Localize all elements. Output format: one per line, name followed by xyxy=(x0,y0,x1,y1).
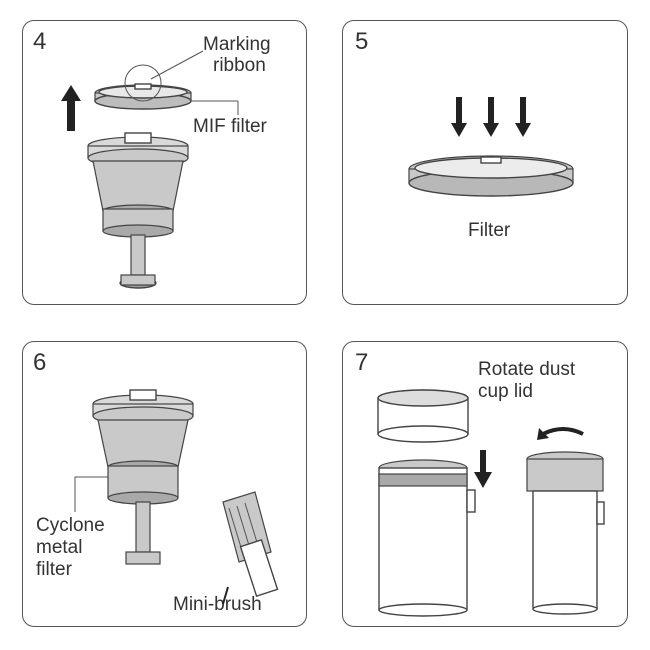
step-number: 6 xyxy=(33,349,47,376)
filter-insertion-illustration xyxy=(408,97,574,197)
filter-label: Filter xyxy=(468,220,511,241)
dust-cup-lid xyxy=(377,389,469,443)
rotate-lid-label-line1: Rotate dust xyxy=(478,359,576,380)
dust-cup-open xyxy=(378,459,476,617)
cyclone-body xyxy=(87,132,189,289)
up-arrow-icon xyxy=(61,85,81,131)
mini-brush-icon xyxy=(222,491,279,605)
step-7-panel: 7 Rotate dust cup lid xyxy=(342,341,628,627)
cyclone-cleaning-illustration xyxy=(74,389,279,605)
rotate-lid-label-line2: cup lid xyxy=(478,381,533,402)
marking-ribbon-label-line1: Marking xyxy=(203,34,271,55)
dust-cup-closed xyxy=(526,451,605,615)
step-5-panel: 5 Filter xyxy=(342,20,628,305)
dust-cup-lid-illustration xyxy=(377,389,605,617)
step-number: 7 xyxy=(355,349,369,376)
step-6-panel: 6 Cyclone metal filter Mini-brush xyxy=(22,341,307,627)
down-arrow-icon xyxy=(474,450,492,488)
down-arrow-icon xyxy=(483,97,499,137)
filter-disc xyxy=(408,155,574,197)
mif-filter-removal-illustration xyxy=(61,50,239,289)
step-number: 4 xyxy=(33,28,47,55)
mini-brush-label: Mini-brush xyxy=(173,594,262,615)
down-arrow-icon xyxy=(515,97,531,137)
step-4-panel: 4 Marking ribbon MIF filter xyxy=(22,20,307,305)
down-arrow-icon xyxy=(451,97,467,137)
cyclone-metal-filter-label-line2: metal xyxy=(36,537,83,558)
cyclone-metal-filter-label-line3: filter xyxy=(36,559,72,580)
marking-ribbon-label-line2: ribbon xyxy=(213,55,266,76)
step-number: 5 xyxy=(355,28,369,55)
cyclone-body xyxy=(92,389,194,565)
mif-filter xyxy=(94,83,192,110)
mif-filter-label: MIF filter xyxy=(193,116,267,137)
cyclone-metal-filter-label-line1: Cyclone xyxy=(36,515,105,536)
rotate-arrow-icon xyxy=(537,427,584,440)
